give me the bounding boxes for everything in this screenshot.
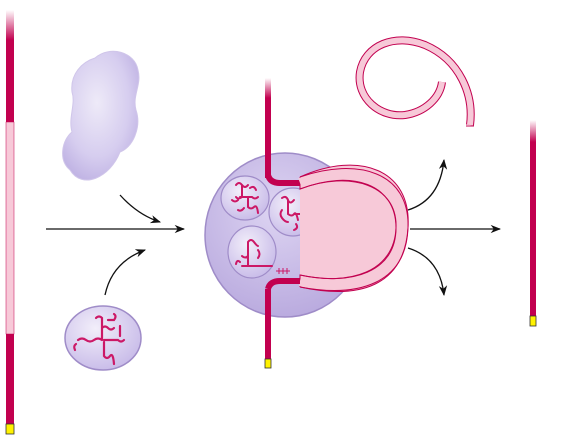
tether-bottom bbox=[276, 268, 290, 274]
folded-particle bbox=[64, 305, 142, 371]
released-loop-fill bbox=[356, 37, 474, 126]
inner-particle-3 bbox=[227, 225, 277, 279]
arrow-out-down bbox=[407, 247, 448, 297]
arrow-top-in bbox=[119, 194, 161, 224]
threaded-strand bbox=[264, 78, 409, 369]
arrow-bottom-in bbox=[104, 249, 146, 296]
coil-3-icon bbox=[235, 239, 273, 267]
output-strand bbox=[529, 120, 537, 327]
amorphous-particle bbox=[62, 50, 140, 181]
coil-1-icon bbox=[231, 182, 259, 214]
input-strand bbox=[5, 10, 15, 435]
arrow-out-up bbox=[407, 158, 448, 211]
folded-chain-icon bbox=[73, 312, 126, 366]
